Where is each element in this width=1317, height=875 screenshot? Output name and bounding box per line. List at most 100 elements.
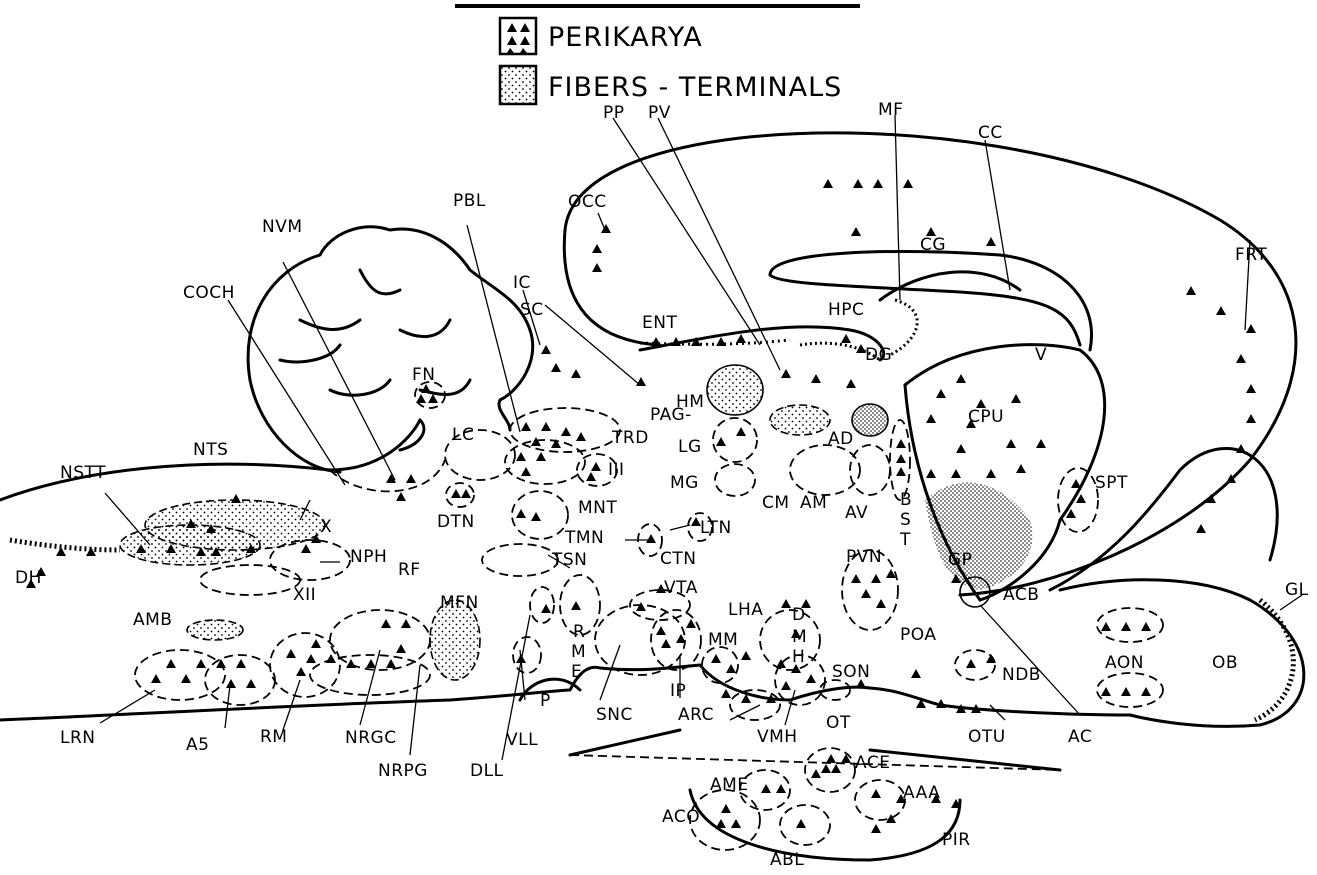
label-occ: OCC [568,192,607,212]
label-pv: PV [648,103,671,123]
legend-fibers-label: FIBERS - TERMINALS [548,72,842,103]
label-dh: DH [15,568,42,588]
label-dll: DLL [470,761,504,781]
label-lha: LHA [728,600,763,620]
label-nrpg: NRPG [378,761,428,781]
label-ac: AC [1068,727,1092,747]
label-nstt: NSTT [60,463,106,483]
label-me-m: M [571,642,586,662]
label-cpu: CPU [968,407,1004,427]
label-amb: AMB [133,610,172,630]
label-aaa: AAA [903,783,940,803]
label-mg: MG [670,473,699,493]
label-vta: VTA [664,578,698,598]
label-gl: GL [1285,580,1309,600]
label-a5: A5 [186,735,209,755]
label-acb: ACB [1003,585,1039,605]
gp-region [925,483,1033,590]
label-am: AM [800,493,827,513]
label-ctn: CTN [660,549,696,569]
label-ent: ENT [642,313,677,333]
label-vmh: VMH [757,727,798,747]
label-abl: ABL [770,850,804,870]
label-aon: AON [1105,653,1144,673]
label-tsn: TSN [551,550,587,570]
label-pir: PIR [942,830,971,850]
label-lg: LG [678,437,702,457]
label-rf: RF [398,560,421,580]
label-ob: OB [1212,653,1238,673]
label-d: D [792,605,806,625]
label-b: B [900,490,912,510]
label-m: M [792,627,807,647]
label-cg: CG [920,235,946,255]
label-coch: COCH [183,283,235,303]
legend: PERIKARYA FIBERS - TERMINALS [455,6,860,104]
fibers-swatch [500,66,536,104]
label-pvn: PVN [846,547,882,567]
nuclei-outlines [135,382,1163,850]
fiber-regions [10,300,1293,720]
label-xii: XII [293,585,316,605]
label-trd: TRD [611,428,649,448]
legend-perikarya-label: PERIKARYA [548,22,703,53]
label-ot: OT [826,713,851,733]
label-ndb: NDB [1002,665,1041,685]
label-ip: IP [670,681,686,701]
label-h: H [792,647,805,667]
label-nph: NPH [350,547,387,567]
ad-region [852,404,888,436]
label-cm: CM [762,493,790,513]
label-vll: VLL [506,730,538,750]
label-dtn: DTN [437,512,475,532]
region-labels: NVM PBL OCC PP PV MF CC COCH IC SC ENT H… [15,100,1309,870]
label-cc: CC [978,123,1003,143]
label-dg: DG [865,345,892,365]
label-mf: MF [878,100,903,120]
label-fn: FN [412,365,436,385]
label-mfn: MFN [440,593,479,613]
label-poa: POA [900,625,936,645]
label-tmn: TMN [564,528,604,548]
label-s: S [900,510,911,530]
label-spt: SPT [1095,473,1128,493]
label-otu: OTU [968,727,1006,747]
label-lc: LC [452,425,474,445]
label-av: AV [845,503,868,523]
dh-region [10,540,120,550]
label-lrn: LRN [60,728,96,748]
label-r: R [573,622,585,642]
label-ltn: LTN [700,518,732,538]
label-aco: ACO [662,807,700,827]
label-frt: FRT [1235,245,1267,265]
label-rm: RM [260,727,287,747]
label-mm: MM [708,630,738,650]
label-ad: AD [828,429,854,449]
cm-region [770,405,830,435]
label-son: SON [832,662,870,682]
label-x: X [320,517,332,537]
label-e: E [571,662,582,682]
amb-region [187,620,243,640]
label-hpc: HPC [828,300,864,320]
label-gp: GP [948,550,972,570]
hm-region [707,365,763,415]
label-ace: ACE [855,753,890,773]
label-iii: III [608,460,625,480]
label-t: T [899,530,911,550]
label-nts: NTS [193,440,228,460]
mf-region [890,300,917,355]
label-nvm: NVM [262,217,303,237]
label-pag: PAG- [650,405,692,425]
label-ic: IC [513,273,531,293]
label-pbl: PBL [453,191,486,211]
label-ame: AME [710,775,749,795]
label-snc: SNC [596,705,633,725]
label-arc: ARC [678,705,714,725]
label-v: V [1035,345,1047,365]
label-p: P [540,691,551,711]
label-sc: SC [520,300,544,320]
label-nrgc: NRGC [345,728,397,748]
perikarya-swatch [500,18,536,54]
